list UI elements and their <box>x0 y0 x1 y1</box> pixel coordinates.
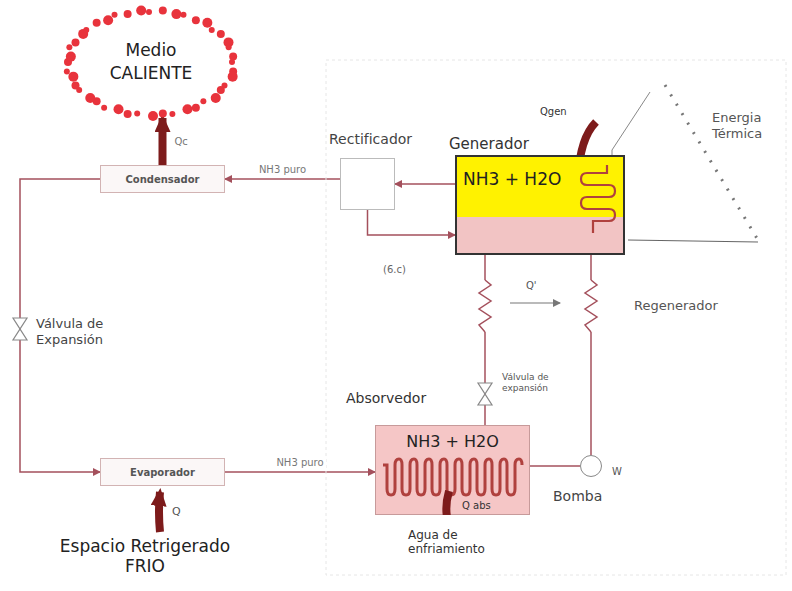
drawing-part <box>476 280 494 332</box>
node-body: NH3 + H2O <box>376 432 529 451</box>
cloud-dot <box>209 27 215 33</box>
cloud-dot <box>93 19 101 27</box>
node-heading: Absorvedor <box>346 390 426 406</box>
cloud-dot <box>72 38 80 46</box>
cloud-dot <box>72 82 80 90</box>
drawing-part <box>478 383 492 405</box>
solar-collector <box>612 85 758 242</box>
node-heading: Generador <box>449 135 529 153</box>
cloud-dot <box>114 104 124 114</box>
drawing-part <box>585 280 597 332</box>
cloud-dot <box>217 30 225 38</box>
heating-coil <box>579 165 619 235</box>
cloud-dot <box>226 44 232 50</box>
drawing-part <box>628 240 758 242</box>
cloud-dot <box>124 110 132 118</box>
heat-arrow <box>159 492 160 532</box>
flow-label: Qc <box>173 136 190 147</box>
drawing-part <box>665 85 758 240</box>
cloud-dot <box>192 104 200 112</box>
coil-path <box>581 165 615 233</box>
heat-label: Q abs <box>460 500 493 512</box>
part-name: Regenerador <box>634 298 718 314</box>
node-caption: Bomba <box>553 488 602 504</box>
heat-sink-cloud: Medio CALIENTE <box>60 2 242 122</box>
heat-arrow <box>446 491 449 515</box>
cloud-dot <box>192 16 200 24</box>
flow-label: NH3 puro <box>274 457 325 468</box>
node-body: NH3 + H2O <box>463 169 561 189</box>
part-name: Agua de enfriamiento <box>408 528 504 557</box>
heat-label: Qgen <box>540 106 567 118</box>
cloud-dot <box>171 9 181 19</box>
cloud-dot <box>211 93 221 103</box>
flow-line <box>395 183 455 185</box>
regenerator-coils <box>476 280 600 332</box>
drawing-part <box>13 318 27 340</box>
condenser-box: Condensador <box>100 165 225 193</box>
cloud-dot <box>85 93 95 103</box>
cloud-dot <box>229 53 237 61</box>
energy-label: Energia Térmica <box>712 110 790 141</box>
heat-label: Q <box>172 505 181 518</box>
cloud-dot <box>103 15 113 25</box>
cloud-dot <box>159 109 167 117</box>
cloud-dot <box>159 7 167 15</box>
flow-line <box>530 465 580 467</box>
cloud-dot <box>112 12 118 18</box>
cloud-dot <box>228 72 238 82</box>
node-title: Condensador <box>119 174 205 185</box>
heat-arrow <box>159 118 167 165</box>
drawing-part <box>582 280 600 332</box>
cloud-dot <box>66 44 72 50</box>
flow-label: NH3 puro <box>257 164 308 175</box>
absorber-box: AbsorvedorNH3 + H2O <box>375 425 530 515</box>
cloud-dot <box>202 18 212 28</box>
heat-transfer-arrow <box>510 302 560 303</box>
node-heading: Rectificador <box>329 131 412 147</box>
reference-note: (6.c) <box>383 264 406 276</box>
generator-box: GeneradorNH3 + H2O <box>455 155 625 255</box>
cloud-dot <box>66 52 76 62</box>
flow-line <box>368 210 456 235</box>
cloud-dot <box>182 104 192 114</box>
cloud-dot <box>83 27 89 33</box>
cloud-dot <box>136 6 146 16</box>
dotted-cloud <box>60 2 242 122</box>
drawing-part <box>612 92 650 150</box>
cloud-dot <box>180 12 186 18</box>
cloud-dot <box>146 9 152 15</box>
cloud-dot <box>217 86 225 94</box>
evaporator-box: Evaporador <box>100 458 225 486</box>
cloud-dot <box>101 105 107 111</box>
rectifier-box: Rectificador <box>340 158 395 210</box>
heat-label: Q' <box>526 280 537 292</box>
coil-path <box>383 459 522 495</box>
cloud-dot <box>124 10 132 18</box>
node-title: Evaporador <box>124 467 201 478</box>
node-title: Medio CALIENTE <box>96 39 206 85</box>
work-label: W <box>612 466 622 478</box>
cloud-dot <box>134 110 140 116</box>
pump-circle: Bomba <box>580 455 602 477</box>
cloud-dot <box>64 68 70 74</box>
expansion-valves <box>13 318 492 405</box>
region-label: Espacio Retrigerado FRIO <box>40 536 250 577</box>
cloud-dot <box>169 111 175 117</box>
part-name: Válvula de Expansión <box>36 316 146 347</box>
cloud-dot <box>200 98 206 104</box>
cloud-dot <box>148 111 158 121</box>
flow-line <box>225 178 340 180</box>
drawing-part <box>479 280 491 332</box>
flow-line <box>225 471 375 473</box>
cloud-dot <box>68 72 78 82</box>
part-name: Válvula de expansión <box>502 372 574 394</box>
